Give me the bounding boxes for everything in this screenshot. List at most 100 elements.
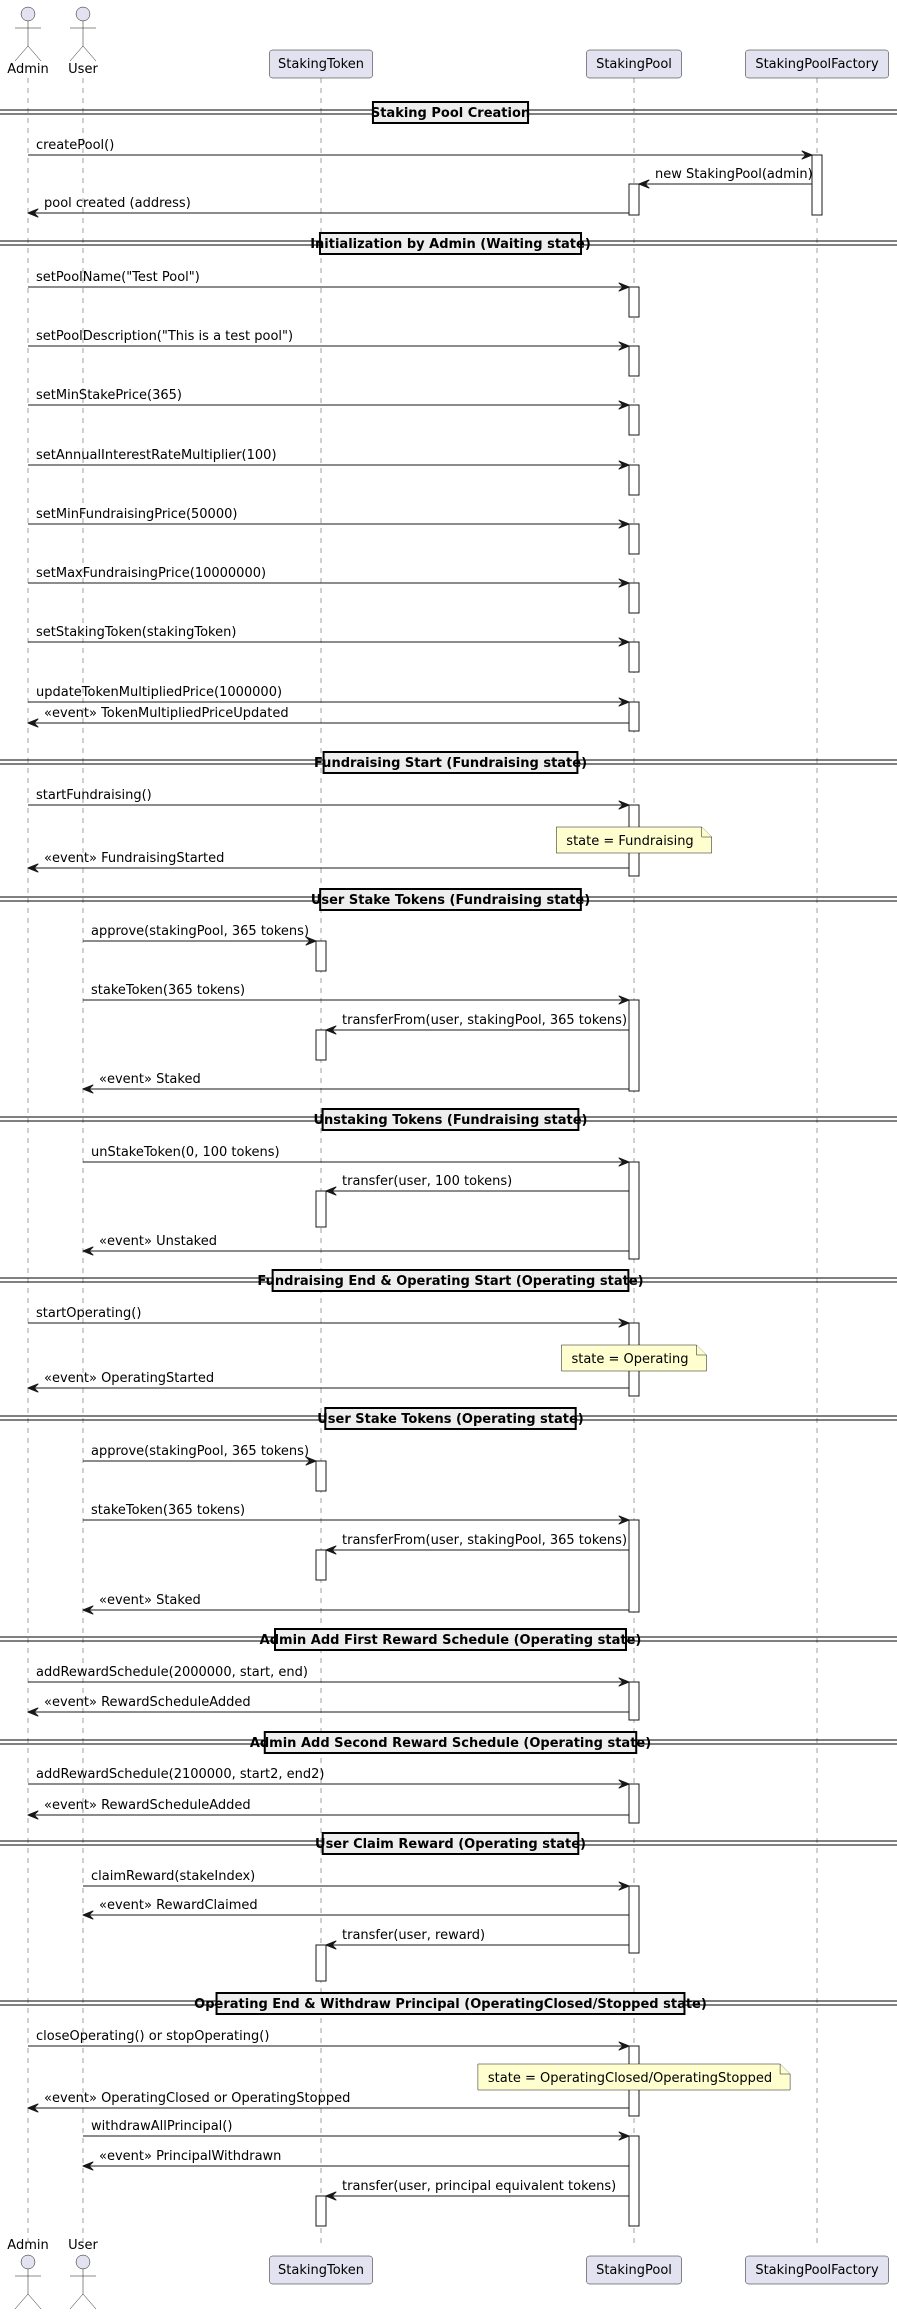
participant-label-admin-bottom: Admin [7, 2238, 48, 2253]
note-box [556, 826, 712, 854]
message-label: approve(stakingPool, 365 tokens) [91, 1444, 309, 1459]
note-text: state = Operating [571, 1352, 688, 1367]
arrowhead-icon [618, 578, 630, 588]
activation-bar-stakingtoken [315, 940, 327, 972]
section-title: User Stake Tokens (Fundraising state) [311, 893, 590, 908]
arrowhead-icon [618, 282, 630, 292]
arrowhead-icon [325, 1186, 337, 1196]
message-label: «event» Unstaked [99, 1234, 217, 1249]
message-label: transferFrom(user, stakingPool, 365 toke… [342, 1013, 627, 1028]
message-label: «event» PrincipalWithdrawn [99, 2149, 281, 2164]
arrowhead-icon [82, 1910, 94, 1920]
activation-bar-stakingpool [628, 1681, 640, 1721]
activation-bar-stakingtoken [315, 1460, 327, 1492]
note-box [561, 1344, 707, 1372]
message-label: «event» OperatingStarted [44, 1371, 214, 1386]
message-label: withdrawAllPrincipal() [91, 2119, 232, 2134]
section-title: User Claim Reward (Operating state) [315, 1837, 586, 1852]
note-box [477, 2063, 791, 2091]
message-label: setPoolDescription("This is a test pool"… [36, 329, 293, 344]
message-label: createPool() [36, 138, 114, 153]
participant-label-stakingpool-bottom: StakingPool [596, 2263, 672, 2278]
actor-body-icon [14, 21, 42, 62]
message-label: updateTokenMultipliedPrice(1000000) [36, 685, 282, 700]
arrowhead-icon [618, 697, 630, 707]
arrowhead-icon [618, 1515, 630, 1525]
message-label: approve(stakingPool, 365 tokens) [91, 924, 309, 939]
participant-box-stakingpool-bottom [586, 2255, 682, 2285]
activation-bar-stakingpool [628, 523, 640, 555]
lifelines [27, 78, 818, 2248]
activation-bar-stakingpool [628, 1783, 640, 1824]
arrowhead-icon [618, 637, 630, 647]
participant-label-factory-bottom: StakingPoolFactory [755, 2263, 879, 2278]
section-title-box [215, 1992, 686, 2015]
arrowhead-icon [325, 2191, 337, 2201]
section-title: Admin Add First Reward Schedule (Operati… [260, 1633, 642, 1648]
message-label: addRewardSchedule(2000000, start, end) [36, 1665, 308, 1680]
arrowhead-icon [27, 1383, 39, 1393]
message-label: «event» FundraisingStarted [44, 851, 224, 866]
message-label: closeOperating() or stopOperating() [36, 2029, 269, 2044]
activation-bar-factory [811, 154, 823, 216]
activation-bar-stakingpool [628, 1519, 640, 1613]
note-text: state = OperatingClosed/OperatingStopped [488, 2071, 772, 2086]
arrowhead-icon [618, 400, 630, 410]
arrowhead-icon [27, 2103, 39, 2113]
message-label: claimReward(stakeIndex) [91, 1869, 255, 1884]
actor-head-icon [75, 6, 91, 22]
note-fold-icon [701, 827, 712, 838]
message-label: stakeToken(365 tokens) [91, 1503, 245, 1518]
participant-box-factory-bottom [745, 2255, 889, 2285]
message-label: new StakingPool(admin) [655, 167, 813, 182]
actor-head-icon [75, 2254, 91, 2270]
participant-label-stakingtoken-bottom: StakingToken [278, 2263, 364, 2278]
arrowhead-icon [638, 179, 650, 189]
section-title: Fundraising Start (Fundraising state) [314, 756, 587, 771]
activation-bar-stakingpool [628, 701, 640, 732]
arrowhead-icon [618, 1881, 630, 1891]
arrowhead-icon [27, 718, 39, 728]
section-title: Fundraising End & Operating Start (Opera… [257, 1274, 643, 1289]
section-title-box [263, 1731, 638, 1754]
activation-bar-stakingpool [628, 345, 640, 377]
message-label: «event» RewardScheduleAdded [44, 1798, 251, 1813]
section-title-box [274, 1628, 627, 1651]
arrowhead-icon [618, 995, 630, 1005]
participant-box-stakingtoken-top [269, 49, 373, 79]
section-title: Unstaking Tokens (Fundraising state) [313, 1113, 587, 1128]
section-title-box [371, 101, 530, 124]
participants: AdminAdminUserUserStakingTokenStakingTok… [7, 6, 889, 2310]
arrowhead-icon [618, 1677, 630, 1687]
section-title: User Stake Tokens (Operating state) [317, 1412, 584, 1427]
arrowhead-icon [82, 2161, 94, 2171]
message-label: «event» RewardScheduleAdded [44, 1695, 251, 1710]
activation-bar-stakingtoken [315, 1944, 327, 1982]
arrowhead-icon [82, 1605, 94, 1615]
activation-bar-stakingtoken [315, 2195, 327, 2227]
actor-body-icon [69, 2269, 97, 2310]
activation-bar-stakingpool [628, 183, 640, 216]
section-title-box [318, 232, 583, 255]
message-label: «event» RewardClaimed [99, 1898, 258, 1913]
arrowhead-icon [325, 1025, 337, 1035]
activation-bar-stakingtoken [315, 1190, 327, 1228]
activation-bar-stakingpool [628, 1885, 640, 1954]
arrowhead-icon [618, 1157, 630, 1167]
actor-head-icon [20, 6, 36, 22]
activation-bar-stakingpool [628, 641, 640, 673]
actor-body-icon [69, 21, 97, 62]
activation-bar-stakingpool [628, 582, 640, 614]
participant-box-stakingtoken-bottom [269, 2255, 373, 2285]
message-label: «event» Staked [99, 1072, 201, 1087]
arrowhead-icon [618, 1779, 630, 1789]
activation-bar-stakingpool [628, 404, 640, 436]
message-label: setStakingToken(stakingToken) [36, 625, 236, 640]
arrowhead-icon [27, 1707, 39, 1717]
message-label: setMinStakePrice(365) [36, 388, 182, 403]
activation-bar-stakingpool [628, 464, 640, 496]
message-label: transfer(user, principal equivalent toke… [342, 2179, 616, 2194]
arrowhead-icon [618, 519, 630, 529]
messages: createPool()new StakingPool(admin)pool c… [27, 138, 813, 2201]
